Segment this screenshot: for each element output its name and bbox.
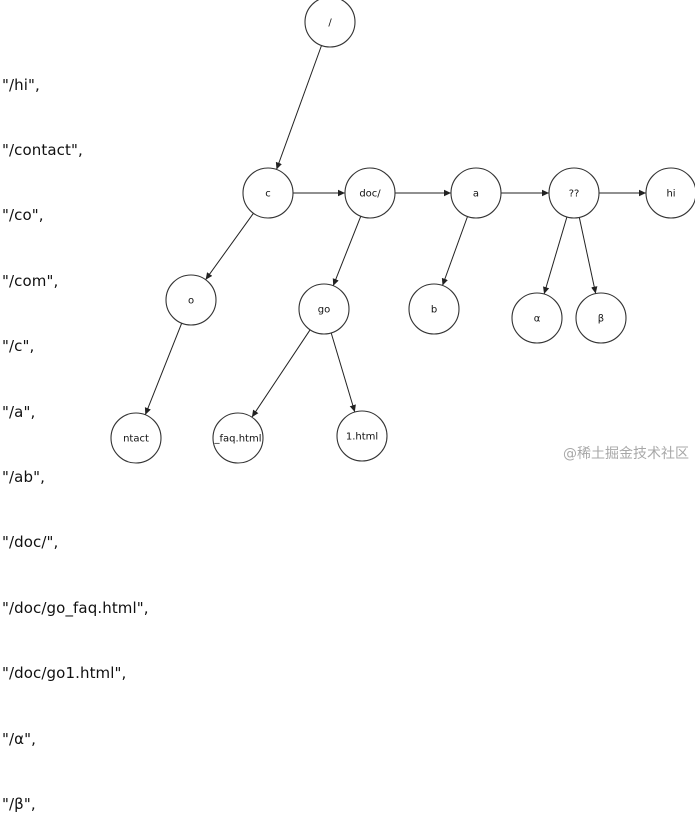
tree-node-o: o bbox=[165, 274, 217, 326]
route-item: "/doc/go_faq.html", bbox=[2, 598, 149, 617]
tree-node-beta: β bbox=[575, 292, 627, 344]
node-label: doc/ bbox=[359, 189, 381, 200]
node-circle bbox=[548, 167, 600, 219]
node-label: a bbox=[473, 189, 479, 200]
node-circle bbox=[408, 283, 460, 335]
route-item: "/com", bbox=[2, 271, 59, 290]
tree-edges bbox=[144, 45, 646, 418]
route-item: "/doc/", bbox=[2, 533, 59, 552]
tree-node-root: / bbox=[304, 0, 356, 48]
tree-node-hi: hi bbox=[645, 167, 695, 219]
node-label: o bbox=[188, 296, 194, 307]
node-label: c bbox=[265, 189, 271, 200]
node-label: β bbox=[598, 314, 604, 325]
node-circle bbox=[575, 292, 627, 344]
edge-doc-to-go bbox=[332, 216, 362, 286]
tree-node-faq: _faq.html bbox=[212, 412, 264, 464]
route-item: "/hi", bbox=[2, 75, 40, 94]
route-item: "/β", bbox=[2, 794, 36, 813]
node-label: b bbox=[431, 305, 437, 316]
tree-node-go: go bbox=[298, 283, 350, 335]
tree-node-qq: ?? bbox=[548, 167, 600, 219]
tree-nodes: / c doc/a?? hi o go b α β ntact _faq.html 1.html bbox=[110, 0, 695, 464]
edge-go-to-faq bbox=[251, 329, 311, 418]
node-label: ?? bbox=[569, 189, 580, 200]
node-label: 1.html bbox=[346, 432, 378, 443]
node-circle bbox=[212, 412, 264, 464]
node-label: hi bbox=[666, 189, 675, 200]
node-label: α bbox=[534, 314, 541, 325]
tree-node-alpha: α bbox=[511, 292, 563, 344]
node-circle bbox=[336, 410, 388, 462]
tree-node-doc: doc/ bbox=[344, 167, 396, 219]
radix-tree-diagram: / c doc/a?? hi o go b α β ntact _faq.html 1.html bbox=[110, 0, 695, 464]
route-item: "/a", bbox=[2, 402, 36, 421]
node-circle bbox=[110, 412, 162, 464]
route-item: "/α", bbox=[2, 729, 37, 748]
tree-node-c: c bbox=[242, 167, 294, 219]
edge-qq-to-alpha bbox=[543, 216, 568, 295]
watermark: @稀土掘金技术社区 bbox=[563, 446, 689, 462]
edge-o-to-ntact bbox=[144, 323, 183, 415]
node-label: ntact bbox=[123, 434, 149, 445]
node-circle bbox=[511, 292, 563, 344]
route-item: "/doc/go1.html", bbox=[2, 664, 127, 683]
node-circle bbox=[165, 274, 217, 326]
edge-qq-to-beta bbox=[578, 217, 598, 294]
tree-node-b: b bbox=[408, 283, 460, 335]
node-circle bbox=[304, 0, 356, 48]
node-circle bbox=[298, 283, 350, 335]
edge-go-to-go1 bbox=[330, 332, 356, 413]
edge-a-to-b bbox=[441, 216, 468, 286]
node-label: _faq.html bbox=[214, 434, 262, 445]
node-circle bbox=[450, 167, 502, 219]
tree-node-ntact: ntact bbox=[110, 412, 162, 464]
route-item: "/c", bbox=[2, 337, 35, 356]
route-item: "/co", bbox=[2, 206, 44, 225]
tree-node-a: a bbox=[450, 167, 502, 219]
tree-node-go1: 1.html bbox=[336, 410, 388, 462]
node-circle bbox=[645, 167, 695, 219]
node-label: / bbox=[328, 18, 332, 29]
node-label: go bbox=[318, 305, 330, 316]
edge-root-to-c bbox=[275, 45, 322, 170]
node-circle bbox=[242, 167, 294, 219]
edge-c-to-o bbox=[205, 213, 254, 280]
route-item: "/contact", bbox=[2, 140, 83, 159]
node-circle bbox=[344, 167, 396, 219]
